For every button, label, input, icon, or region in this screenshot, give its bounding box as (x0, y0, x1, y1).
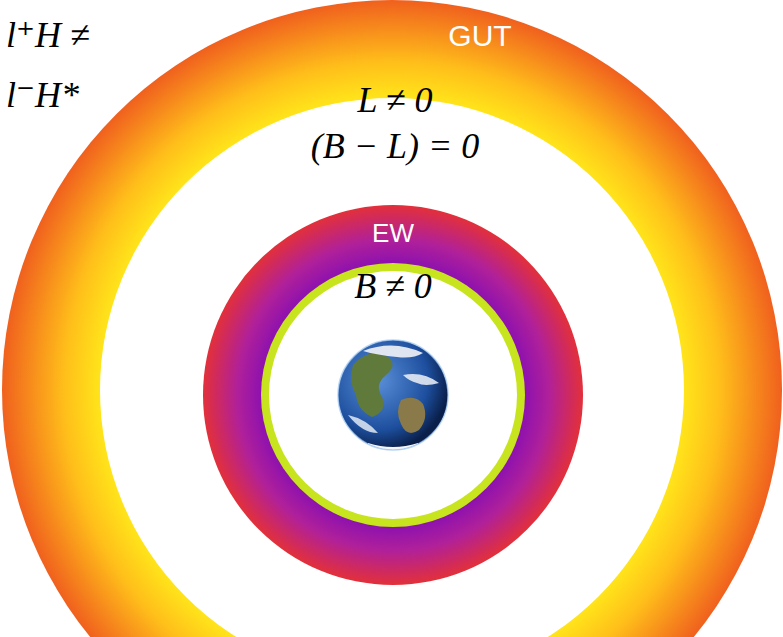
formula-label: l⁻H* (6, 74, 79, 116)
earth-illustration (338, 340, 448, 455)
ring-shape (203, 205, 583, 585)
condition-text: B ≠ 0 (354, 265, 432, 307)
condition-text: L ≠ 0 (357, 79, 432, 121)
ring-title: EW (372, 218, 414, 249)
ring-region: EW B ≠ 0 (203, 205, 583, 585)
formula-label: l⁺H ≠ (6, 14, 90, 56)
condition-text: (B − L) = 0 (311, 125, 480, 167)
ring-title: GUT (448, 19, 511, 53)
